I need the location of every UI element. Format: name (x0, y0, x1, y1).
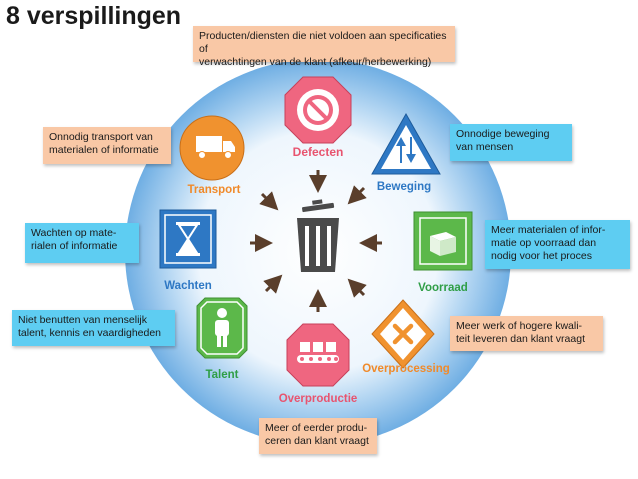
conveyor-belt-icon (297, 342, 339, 363)
label-beweging: Beweging (377, 181, 431, 193)
callout-talent: Niet benutten van menselijk talent, kenn… (12, 310, 175, 346)
callout-voorraad: Meer materialen of infor- matie op voorr… (485, 220, 630, 269)
talent-icon-group: Talent (196, 297, 248, 381)
trash-bin-icon (297, 199, 339, 272)
arrow-from-transport (259, 191, 279, 211)
callout-wachten: Wachten op mate- rialen of informatie (25, 223, 139, 263)
arrow-from-overprocessing (347, 278, 367, 298)
page-title: 8 verspillingen (6, 2, 182, 30)
overprocessing-icon-group: Overprocessing (362, 299, 450, 375)
callout-transport: Onnodig transport van materialen of info… (43, 127, 171, 164)
label-voorraad: Voorraad (418, 282, 468, 294)
callout-defecten: Producten/diensten die niet voldoen aan … (193, 26, 455, 68)
label-overproductie: Overproductie (279, 393, 358, 405)
boxes-icon (430, 232, 456, 256)
transport-icon-group: Transport (179, 115, 245, 196)
wachten-icon-group: Wachten (159, 209, 217, 292)
label-transport: Transport (187, 184, 240, 196)
callout-overprocessing: Meer werk of hogere kwali- teit leveren … (450, 316, 603, 351)
overproductie-icon-group: Overproductie (279, 323, 358, 405)
arrows (250, 170, 382, 312)
label-wachten: Wachten (164, 280, 212, 292)
callout-beweging: Onnodige beweging van mensen (450, 124, 572, 161)
truck-icon (196, 136, 235, 159)
hourglass-icon (176, 222, 200, 256)
voorraad-icon-group: Voorraad (413, 211, 473, 294)
x-warning-sign-icon (392, 323, 414, 345)
callout-overproductie: Meer of eerder produ- ceren dan klant vr… (259, 418, 377, 454)
label-talent: Talent (205, 369, 238, 381)
defecten-icon-group: Defecten (284, 76, 352, 159)
two-way-arrows-sign-icon (396, 137, 416, 163)
person-icon (215, 308, 229, 347)
beweging-icon-group: Beweging (371, 112, 441, 193)
arrow-from-talent (263, 274, 283, 294)
arrow-from-beweging (347, 185, 367, 205)
label-defecten: Defecten (293, 145, 344, 159)
label-overprocessing: Overprocessing (362, 363, 450, 375)
